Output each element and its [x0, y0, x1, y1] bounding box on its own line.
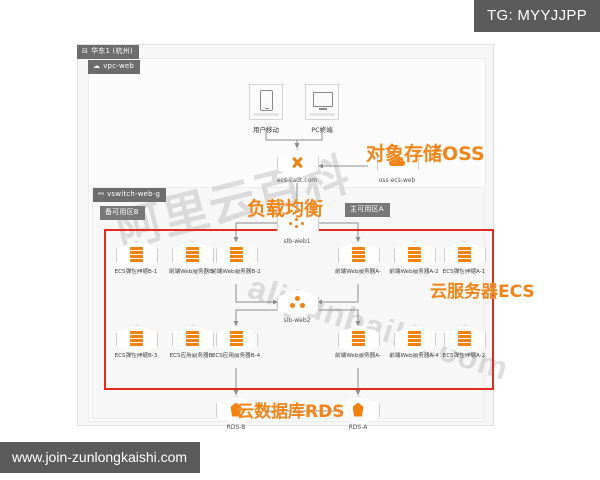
ecs-node-r1-3[interactable]: 前端Web服务器B-2: [208, 241, 264, 276]
node-rds-a-label: RDS-A: [348, 424, 368, 431]
node-rds-b[interactable]: RDS-B: [208, 396, 264, 432]
server-icon: [185, 330, 199, 347]
slb-icon: [289, 296, 305, 309]
desktop-icon: [305, 84, 339, 120]
region-icon: ⊟: [82, 47, 89, 55]
tg-watermark-tag: TG: MYYJJPP: [474, 0, 600, 32]
server-icon: [229, 246, 243, 263]
ecs-node-r2-4[interactable]: 前端Web服务器A-: [330, 325, 386, 360]
ecs-node-label: 前端Web服务器A-: [335, 269, 381, 275]
ecs-node-r2-1[interactable]: ECS弹性伸缩B-3: [108, 325, 164, 360]
ecs-node-label: 前端Web服务器A-2: [389, 269, 439, 275]
node-rds-b-label: RDS-B: [226, 424, 246, 431]
server-icon: [185, 246, 199, 263]
node-slb-web1-label: slb-web1: [283, 238, 311, 245]
vswitch-chip: ⚯vswitch-web-g: [93, 188, 167, 202]
node-rds-a[interactable]: RDS-A: [330, 396, 386, 432]
server-icon: [457, 330, 471, 347]
region-chip: ⊟华东1 (杭州): [77, 45, 139, 59]
ecs-node-r1-1[interactable]: ECS弹性伸缩B-1: [108, 241, 164, 276]
database-icon: [230, 402, 242, 417]
server-icon: [407, 246, 421, 263]
ecs-node-r1-2[interactable]: 前端Web服务器B-: [164, 241, 220, 276]
ecs-node-r1-4[interactable]: 前端Web服务器A-: [330, 241, 386, 276]
url-watermark-tag: www.join-zunlongkaishi.com: [0, 442, 201, 473]
vswitch-chip-label: vswitch-web-g: [107, 190, 161, 198]
zone-b-chip: 备可用区B: [100, 206, 145, 220]
ecs-node-r2-2[interactable]: ECS应用服务器B-: [164, 325, 220, 360]
ecs-node-label: 前端Web服务器B-2: [211, 269, 261, 275]
dns-icon: [290, 156, 305, 169]
ecs-node-r1-5[interactable]: 前端Web服务器A-2: [386, 241, 442, 276]
ecs-node-label: ECS应用服务器B-: [169, 353, 215, 359]
server-icon: [229, 330, 243, 347]
ecs-node-label: 前端Web服务器B-: [168, 269, 216, 275]
device-mobile: 用户移动: [240, 84, 292, 134]
ecs-node-r2-5[interactable]: 前端Web服务器A-4: [386, 325, 442, 360]
zone-a-chip: 主可用区A: [345, 203, 390, 217]
ecs-node-label: ECS弹性伸缩A-2: [442, 353, 486, 359]
node-slb-web1[interactable]: slb-web1: [269, 210, 325, 246]
node-dns-label: ecs-cadt.com: [276, 177, 318, 184]
server-icon: [351, 330, 365, 347]
device-pc: PC终端: [296, 84, 348, 134]
ecs-node-label: ECS弹性伸缩A-1: [442, 269, 486, 275]
ecs-node-label: ECS弹性伸缩B-1: [114, 269, 158, 275]
ecs-node-r2-3[interactable]: ECS应用服务器B-4: [208, 325, 264, 360]
ecs-node-label: ECS弹性伸缩B-3: [114, 353, 158, 359]
ecs-node-r1-6[interactable]: ECS弹性伸缩A-1: [436, 241, 492, 276]
node-slb-web2[interactable]: slb-web2: [269, 289, 325, 325]
callout-ecs: 云服务器ECS: [430, 282, 535, 302]
slb-icon: [289, 218, 305, 229]
server-icon: [129, 246, 143, 263]
link-icon: ⚯: [98, 190, 105, 198]
server-icon: [129, 330, 143, 347]
server-icon: [457, 246, 471, 263]
ecs-node-r2-6[interactable]: ECS弹性伸缩A-2: [436, 325, 492, 360]
callout-oss: 对象存储OSS: [366, 143, 485, 165]
ecs-node-label: 前端Web服务器A-: [335, 353, 381, 359]
node-oss-label: oss-ecs-web: [378, 177, 416, 184]
region-chip-label: 华东1 (杭州): [91, 47, 133, 55]
vpc-chip-label: vpc-web: [103, 62, 135, 70]
cloud-icon: ☁: [93, 62, 101, 70]
database-icon: [352, 402, 364, 417]
mobile-icon: [249, 84, 283, 120]
vpc-chip: ☁vpc-web: [88, 60, 141, 74]
node-oss[interactable]: oss-ecs-web: [369, 149, 425, 185]
ecs-node-label: ECS应用服务器B-4: [211, 353, 261, 359]
server-icon: [351, 246, 365, 263]
server-icon: [407, 330, 421, 347]
callout-slb: 负载均衡: [247, 198, 324, 220]
node-dns[interactable]: ecs-cadt.com: [269, 149, 325, 185]
device-mobile-label: 用户移动: [253, 126, 279, 134]
callout-rds: 云数据库RDS: [237, 402, 345, 422]
device-pc-label: PC终端: [311, 126, 333, 134]
node-slb-web2-label: slb-web2: [283, 317, 311, 324]
ecs-node-label: 前端Web服务器A-4: [389, 353, 439, 359]
oss-bucket-icon: [389, 157, 405, 168]
